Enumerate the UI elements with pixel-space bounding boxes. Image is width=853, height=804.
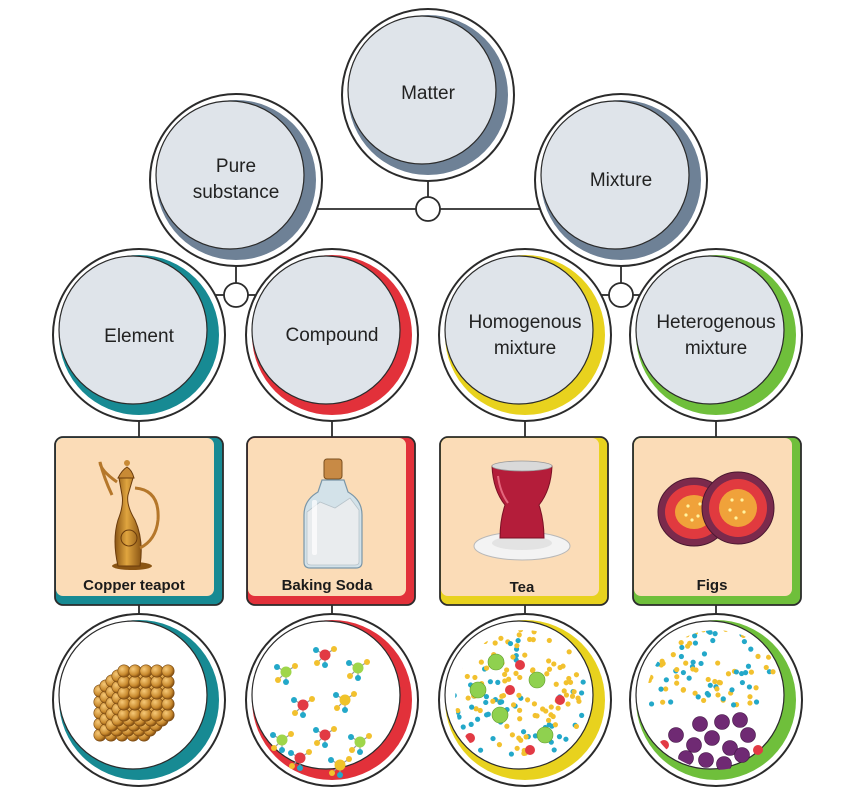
mixture-label: Mixture: [590, 170, 652, 191]
homogenous-label-line1: Homogenous: [468, 312, 581, 333]
junction-dots: [223, 196, 634, 308]
figs-icon: [657, 471, 775, 547]
compound-molecules: [270, 646, 372, 778]
copper-teapot-icon: [98, 460, 160, 570]
element-label: Element: [104, 326, 174, 347]
node-element: Element: [52, 248, 226, 422]
card-homogenous: Tea: [439, 436, 609, 606]
card-element: Copper teapot: [54, 436, 224, 606]
element-example-label: Copper teapot: [83, 577, 185, 594]
compound-label: Compound: [286, 325, 379, 346]
homogenous-particles: [455, 630, 586, 757]
node-matter: Matter: [341, 8, 515, 182]
node-compound: Compound: [245, 248, 419, 422]
junction-pure-substance: [223, 282, 249, 308]
homogenous-example-label: Tea: [510, 579, 535, 596]
particles-homogenous: [438, 613, 612, 787]
particles-heterogenous: [629, 613, 803, 787]
compound-example-label: Baking Soda: [282, 577, 374, 594]
pure-substance-label-line1: Pure: [216, 156, 256, 177]
homogenous-label-line2: mixture: [494, 338, 556, 359]
pure-substance-label-line2: substance: [193, 182, 280, 203]
node-mixture: Mixture: [534, 93, 708, 267]
copper-atom-lattice: [93, 664, 175, 742]
heterogenous-label-line1: Heterogenous: [656, 312, 775, 333]
node-heterogenous-mixture: Heterogenous mixture: [629, 248, 803, 422]
heterogenous-label-line2: mixture: [685, 338, 747, 359]
matter-label: Matter: [401, 83, 456, 104]
tea-glass-icon: [473, 460, 571, 561]
card-compound: Baking Soda: [246, 436, 416, 606]
junction-matter: [415, 196, 441, 222]
particles-element: [52, 613, 226, 787]
card-heterogenous: Figs: [632, 436, 802, 606]
node-homogenous-mixture: Homogenous mixture: [438, 248, 612, 422]
heterogenous-example-label: Figs: [697, 577, 728, 594]
junction-mixture: [608, 282, 634, 308]
particles-compound: [245, 613, 419, 787]
node-pure-substance: Pure substance: [149, 93, 323, 267]
heterogenous-particles: [646, 630, 776, 770]
baking-soda-jar-icon: [303, 458, 363, 569]
